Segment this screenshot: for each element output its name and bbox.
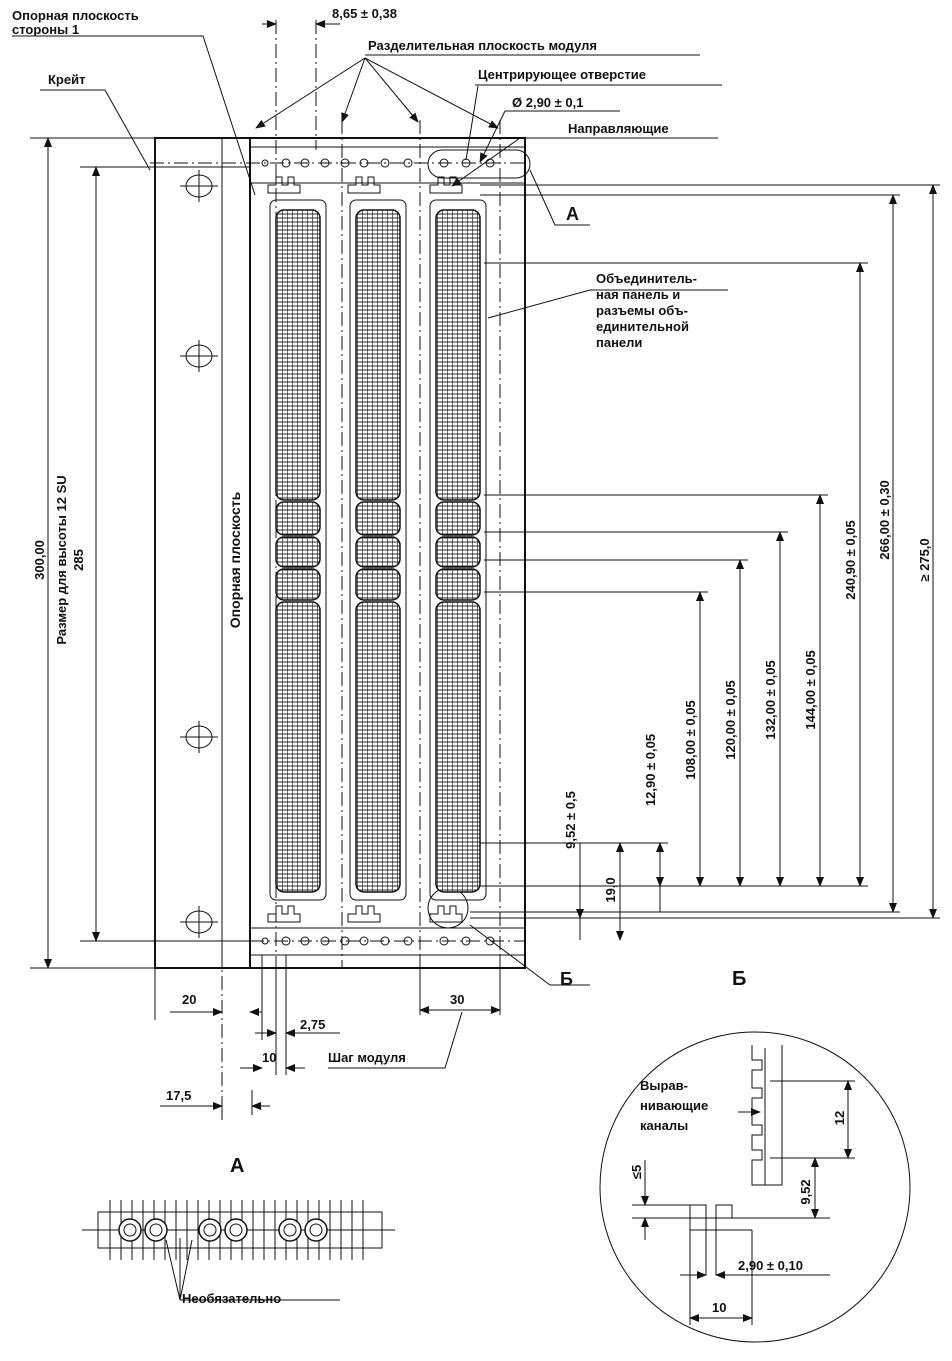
connector-segment [275, 601, 321, 893]
dim-height-285: 285 [71, 549, 86, 571]
view-a-hole-inner [229, 1223, 243, 1237]
view-a-hole [198, 1218, 222, 1242]
left-dimensions: 300,00 Размер для высоты 12 SU 285 Опорн… [32, 137, 243, 969]
label-crate: Крейт [48, 72, 85, 87]
view-a-hole-inner [203, 1223, 217, 1237]
label-ref-plane-side1-l2: стороны 1 [12, 22, 79, 37]
label-module-partition-plane: Разделительная плоскость модуля [368, 38, 597, 53]
dim-10: 10 [262, 1050, 276, 1065]
connector-segment [435, 601, 481, 893]
view-a-hole-inner [123, 1223, 137, 1237]
callout-view-a: А [566, 204, 579, 224]
label-backplane-l1: Объединитель- [596, 271, 697, 286]
view-a-hole [118, 1218, 142, 1242]
connector-segment [275, 501, 321, 536]
mounting-hole-icon [180, 906, 218, 938]
b-dim-9-52: 9,52 [798, 1179, 813, 1204]
label-module-pitch: Шаг модуля [328, 1050, 406, 1065]
label-alignment-l2: нивающие [640, 1098, 708, 1113]
dim-240: 240,90 ± 0,05 [843, 520, 858, 599]
view-a-hole [278, 1218, 302, 1242]
view-b: Б Вырав- нивающие каналы 12 9,52 ≤5 [599, 968, 911, 1343]
mounting-hole-icon [180, 721, 218, 753]
dim-total-height: 300,00 [32, 540, 47, 580]
label-backplane-l4: единительной [596, 319, 689, 334]
b-dim-le5: ≤5 [629, 1165, 644, 1179]
dim-2-75: 2,75 [300, 1017, 325, 1032]
connector-segment [355, 209, 401, 501]
b-dim-2-90: 2,90 ± 0,10 [738, 1258, 803, 1273]
dim-30: 30 [450, 992, 464, 1007]
rail-holes-bottom [261, 936, 495, 946]
dim-hole-diameter: Ø 2,90 ± 0,1 [512, 95, 583, 110]
label-ref-plane-side1-l1: Опорная плоскость [12, 8, 139, 23]
rail-holes-top [261, 149, 531, 179]
label-optional: Необязательно [182, 1291, 281, 1306]
connector-housing [269, 199, 327, 901]
view-a: А Необязательно [82, 1155, 395, 1306]
view-a-hole [144, 1218, 168, 1242]
dim-266: 266,00 ± 0,30 [877, 480, 892, 559]
connector-segment [435, 568, 481, 601]
label-backplane-l3: разъемы объ- [596, 303, 688, 318]
callout-view-b: Б [560, 969, 573, 989]
label-ref-plane: Опорная плоскость [227, 491, 243, 628]
b-dim-12: 12 [832, 1111, 847, 1125]
label-height-size: Размер для высоты 12 SU [54, 475, 69, 644]
guides-top [267, 176, 463, 194]
dim-132: 132,00 ± 0,05 [763, 660, 778, 739]
dim-17-5: 17,5 [166, 1088, 191, 1103]
view-a-hole-inner [283, 1223, 297, 1237]
connector-segment [355, 501, 401, 536]
mounting-hole-icon [180, 340, 218, 372]
centre-lines [150, 20, 525, 1110]
dim-9-52-tol: 9,52 ± 0,5 [563, 791, 578, 849]
label-guides: Направляющие [568, 121, 669, 136]
dim-275: ≥ 275,0 [917, 538, 932, 581]
view-a-highlight [427, 149, 531, 179]
dim-144: 144,00 ± 0,05 [803, 650, 818, 729]
connector-segment [435, 209, 481, 501]
dim-108: 108,00 ± 0,05 [683, 700, 698, 779]
connector-segment [275, 536, 321, 568]
connector-segment [355, 536, 401, 568]
label-alignment-l3: каналы [640, 1118, 688, 1133]
view-a-title: А [230, 1155, 244, 1177]
view-a-hole [304, 1218, 328, 1242]
label-centering-hole: Центрирующее отверстие [478, 67, 646, 82]
mounting-hole-icon [180, 170, 218, 202]
guides-bottom [267, 887, 469, 929]
backplane-connectors [269, 199, 487, 901]
connector-segment [275, 568, 321, 601]
connector-segment [275, 209, 321, 501]
callout-view-b-leader: Б [469, 924, 590, 989]
label-backplane-l5: панели [596, 335, 642, 350]
top-leaders: 8,65 ± 0,38 Опорная плоскость стороны 1 … [12, 6, 728, 350]
dim-20: 20 [182, 992, 196, 1007]
connector-segment [435, 501, 481, 536]
label-alignment-l1: Вырав- [640, 1078, 688, 1093]
right-dimensions: ≥ 275,0 266,00 ± 0,30 240,90 ± 0,05 144,… [470, 184, 940, 941]
view-a-hole [224, 1218, 248, 1242]
dim-120: 120,00 ± 0,05 [723, 680, 738, 759]
view-a-hole-inner [309, 1223, 323, 1237]
view-b-title: Б [732, 968, 746, 990]
b-dim-10: 10 [712, 1300, 726, 1315]
label-backplane-l2: ная панель и [596, 287, 680, 302]
bottom-dimensions: 20 2,75 10 30 Шаг модуля 17,5 [154, 955, 501, 1120]
connector-segment [355, 568, 401, 601]
dim-19: 19,0 [603, 877, 618, 902]
connector-segment [435, 536, 481, 568]
view-a-pin-grid [109, 1200, 364, 1260]
crate-mounting-holes [180, 170, 218, 938]
dim-top-width: 8,65 ± 0,38 [332, 6, 397, 21]
connector-housing [429, 199, 487, 901]
connector-housing [349, 199, 407, 901]
view-a-hole-inner [149, 1223, 163, 1237]
dim-12-90: 12,90 ± 0,05 [643, 734, 658, 806]
connector-segment [355, 601, 401, 893]
